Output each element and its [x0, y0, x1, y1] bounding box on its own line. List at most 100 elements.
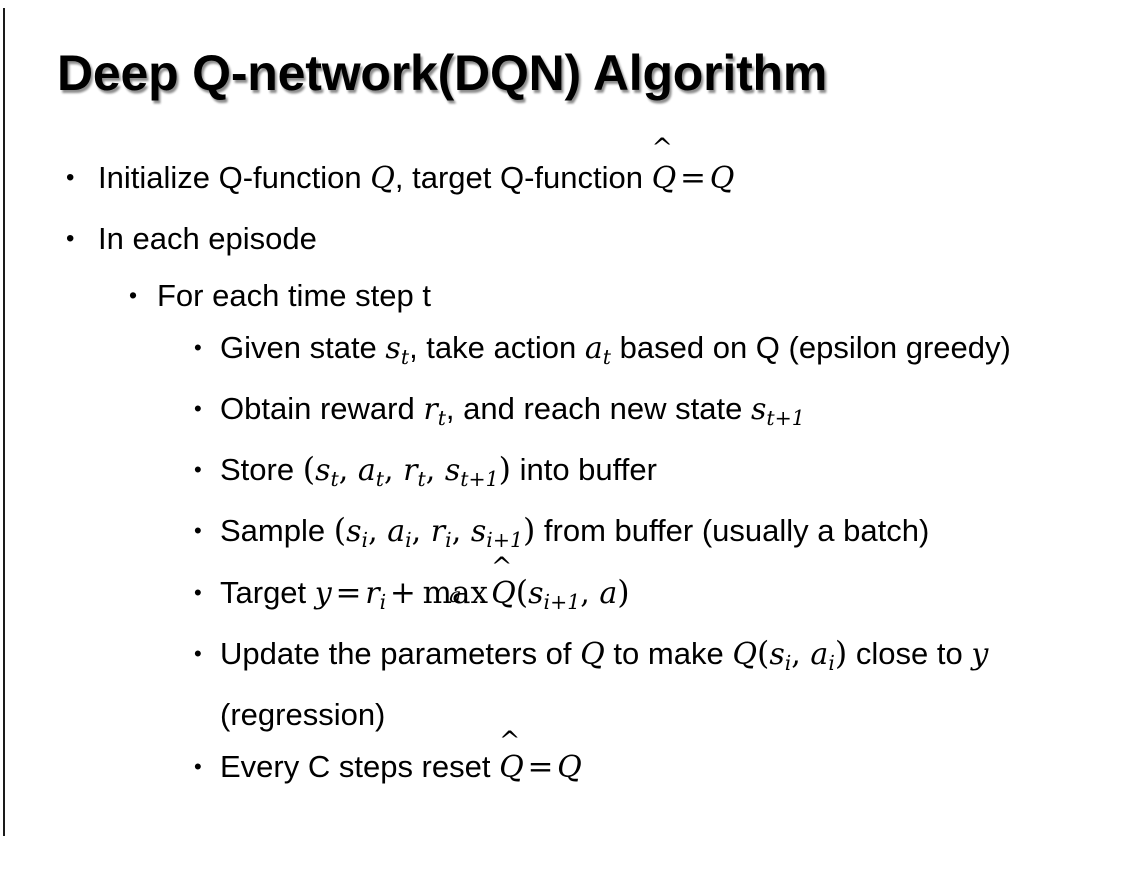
math-var-q: Q	[709, 161, 735, 196]
hat-accent-icon: ^	[499, 725, 521, 756]
math-subscript: t+1	[460, 467, 499, 492]
bullet-text: For each time step t	[157, 278, 431, 313]
math-subscript: i+1	[543, 589, 581, 614]
math-var-q-hat: ^Q	[491, 554, 516, 620]
math-q-args: Q(si, ai)	[732, 635, 848, 675]
bullet-text: Every C steps reset ^Q=Q	[220, 728, 1096, 794]
math-var-q: Q	[491, 575, 516, 611]
text-segment: Update the parameters of	[220, 635, 581, 671]
slide-body: • Initialize Q-function Q, target Q-func…	[0, 136, 1124, 794]
math-tuple: (si, ai, ri, si+1)	[334, 513, 536, 552]
math-var-q: Q	[651, 161, 677, 196]
math-subscript: i	[445, 528, 452, 553]
math-close-paren: )	[617, 574, 630, 611]
math-var-q: Q	[580, 636, 605, 672]
text-segment: (regression)	[220, 696, 386, 732]
math-subscript: t+1	[766, 406, 805, 431]
text-segment: Given state	[220, 330, 386, 365]
page-title: Deep Q-network(DQN) Algorithm	[57, 45, 828, 101]
math-equals: =	[527, 748, 554, 785]
math-subscript: i+1	[486, 528, 523, 553]
math-var-q: Q	[370, 161, 395, 196]
text-segment: , and reach new state	[445, 391, 751, 427]
slide-left-rule	[3, 8, 5, 836]
text-segment: Sample	[220, 513, 334, 549]
math-equals: =	[680, 160, 706, 196]
math-max-underscript: a	[449, 582, 462, 607]
math-subscript: i	[379, 589, 387, 614]
bullet-item-each-episode: • In each episode	[0, 209, 1124, 269]
bullet-glyph-icon: •	[194, 335, 202, 360]
text-segment: from buffer (usually a batch)	[535, 513, 930, 549]
math-close-paren: )	[834, 635, 848, 672]
math-a-t: at	[584, 330, 611, 369]
text-segment: , target Q-function	[394, 160, 652, 195]
math-var-r: r	[430, 514, 446, 550]
bullet-glyph-icon: •	[129, 282, 138, 308]
bullet-glyph-icon: •	[66, 225, 75, 252]
math-equals: =	[335, 574, 362, 611]
math-var-y: y	[314, 575, 332, 611]
math-open-paren: (	[515, 574, 529, 611]
math-var-a: a	[584, 331, 603, 366]
math-var-a: a	[357, 453, 376, 489]
math-close-paren: )	[522, 513, 536, 550]
math-max-label: max	[422, 574, 488, 611]
math-var-q: Q	[499, 749, 524, 785]
math-subscript: t	[417, 467, 426, 492]
text-segment: into buffer	[510, 452, 657, 488]
text-segment: based on Q (epsilon greedy)	[611, 330, 1011, 365]
math-comma: ,	[580, 575, 600, 611]
math-var-a: a	[810, 636, 829, 672]
math-s-t-plus-1: st+1	[750, 391, 805, 430]
text-segment: , take action	[409, 330, 585, 365]
math-r-i: ri	[365, 575, 386, 614]
math-var-s: s	[528, 575, 544, 611]
text-segment: Every C steps reset	[220, 748, 500, 784]
math-var-r: r	[365, 575, 380, 611]
math-subscript: i	[828, 650, 835, 675]
bullet-text: Initialize Q-function Q, target Q-functi…	[98, 136, 1124, 209]
bullet-item-sample-batch: • Sample (si, ai, ri, si+1) from buffer …	[0, 505, 1124, 566]
math-var-a: a	[599, 575, 618, 611]
bullet-item-store-transition: • Store (st, at, rt, st+1) into buffer	[0, 444, 1124, 505]
text-segment: Store	[220, 452, 303, 488]
math-var-q-hat: ^Q	[499, 728, 524, 794]
math-subscript: t	[375, 467, 384, 492]
hat-accent-icon: ^	[491, 551, 513, 582]
bullet-item-each-time-step: • For each time step t	[0, 269, 1124, 322]
math-subscript: t	[400, 345, 410, 370]
bullet-glyph-icon: •	[66, 164, 75, 191]
math-comma: ,	[791, 636, 811, 672]
hat-accent-icon: ^	[651, 133, 673, 164]
math-subscript: i	[784, 650, 792, 675]
math-var-s: s	[750, 392, 767, 428]
bullet-item-initialize: • Initialize Q-function Q, target Q-func…	[0, 136, 1124, 209]
math-subscript: t	[437, 406, 446, 431]
bullet-text: Sample (si, ai, ri, si+1) from buffer (u…	[220, 505, 1096, 566]
math-subscript: t	[602, 345, 612, 370]
math-var-q: Q	[557, 749, 582, 785]
text-segment: to make	[604, 635, 733, 671]
bullet-glyph-icon: •	[194, 640, 202, 666]
math-var-q-hat: ^Q	[651, 136, 677, 209]
bullet-glyph-icon: •	[194, 579, 202, 605]
bullet-item-given-state: • Given state st, take action at based o…	[0, 322, 1124, 383]
text-segment: Target	[220, 574, 315, 610]
math-var-r: r	[403, 453, 418, 489]
bullet-text: Update the parameters of Q to make Q(si,…	[220, 628, 1096, 741]
math-comma: ,	[425, 453, 445, 489]
math-tuple: (st, at, rt, st+1)	[303, 452, 511, 491]
bullet-text: In each episode	[98, 221, 317, 256]
math-comma: ,	[411, 514, 431, 550]
math-comma: ,	[384, 453, 404, 489]
math-subscript: t	[330, 467, 339, 492]
math-r-t: rt	[423, 391, 446, 430]
math-var-s: s	[385, 331, 401, 366]
math-close-paren: )	[498, 452, 511, 489]
bullet-glyph-icon: •	[194, 396, 202, 422]
math-comma: ,	[451, 514, 471, 550]
